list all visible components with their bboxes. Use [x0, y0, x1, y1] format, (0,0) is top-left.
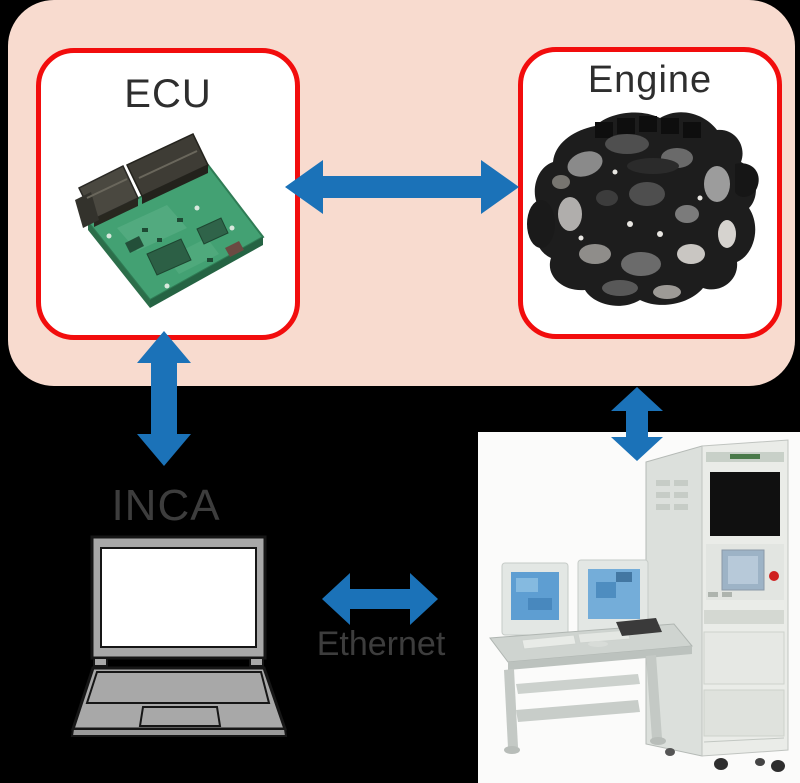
engine-title: Engine — [587, 59, 713, 101]
arrow-ecu-engine — [285, 160, 519, 214]
ecu-title: ECU — [124, 72, 212, 116]
laptop-image — [70, 535, 288, 737]
engine-box: Engine — [518, 47, 782, 339]
desk-shelf — [516, 674, 640, 694]
laptop-keyboard-area — [85, 671, 271, 704]
rack-black-window — [710, 472, 780, 536]
desk-shelf — [516, 700, 640, 722]
caster-wheel — [771, 760, 785, 772]
arrow-ecu-inca — [137, 331, 191, 466]
caster-wheel — [714, 758, 728, 770]
ecu-circuit-board-image — [75, 133, 265, 308]
ecu-box: ECU — [36, 48, 300, 340]
emergency-stop-button — [769, 571, 779, 581]
test-bench-image — [478, 432, 800, 783]
test-bench-drawing — [489, 439, 789, 772]
laptop-screen — [100, 547, 257, 648]
arrow-ethernet — [322, 573, 438, 625]
engine-image — [527, 112, 759, 306]
pcb-chip — [146, 238, 192, 276]
keyboard — [521, 634, 577, 650]
inca-label: INCA — [111, 481, 221, 530]
ethernet-label: Ethernet — [316, 625, 446, 663]
laptop-touchpad — [138, 706, 222, 727]
keyboard — [577, 629, 631, 644]
arrow-engine-testbench — [611, 387, 663, 461]
